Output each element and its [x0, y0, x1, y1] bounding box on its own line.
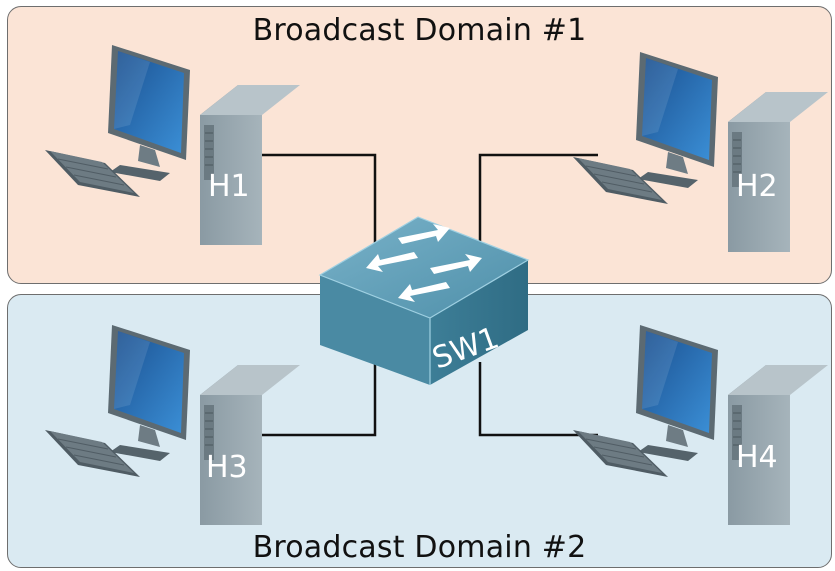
- link-h1-sw1: [262, 153, 377, 252]
- host-h1-label: H1: [208, 169, 250, 204]
- host-h2: [572, 51, 829, 253]
- host-h3-label: H3: [206, 450, 248, 485]
- broadcast-domain-2-label: Broadcast Domain #2: [252, 530, 587, 565]
- host-h1: [44, 44, 301, 246]
- link-h2-sw1: [478, 153, 598, 252]
- host-h4-label: H4: [736, 440, 778, 475]
- link-h4-sw1: [478, 362, 598, 437]
- host-h4: [572, 324, 829, 526]
- switch-arrows-icon: [366, 224, 482, 302]
- switch-sw1: [318, 216, 530, 385]
- link-h3-sw1: [262, 362, 377, 437]
- host-h2-label: H2: [736, 169, 778, 204]
- host-h3: [44, 324, 301, 526]
- broadcast-domain-1-label: Broadcast Domain #1: [252, 13, 587, 48]
